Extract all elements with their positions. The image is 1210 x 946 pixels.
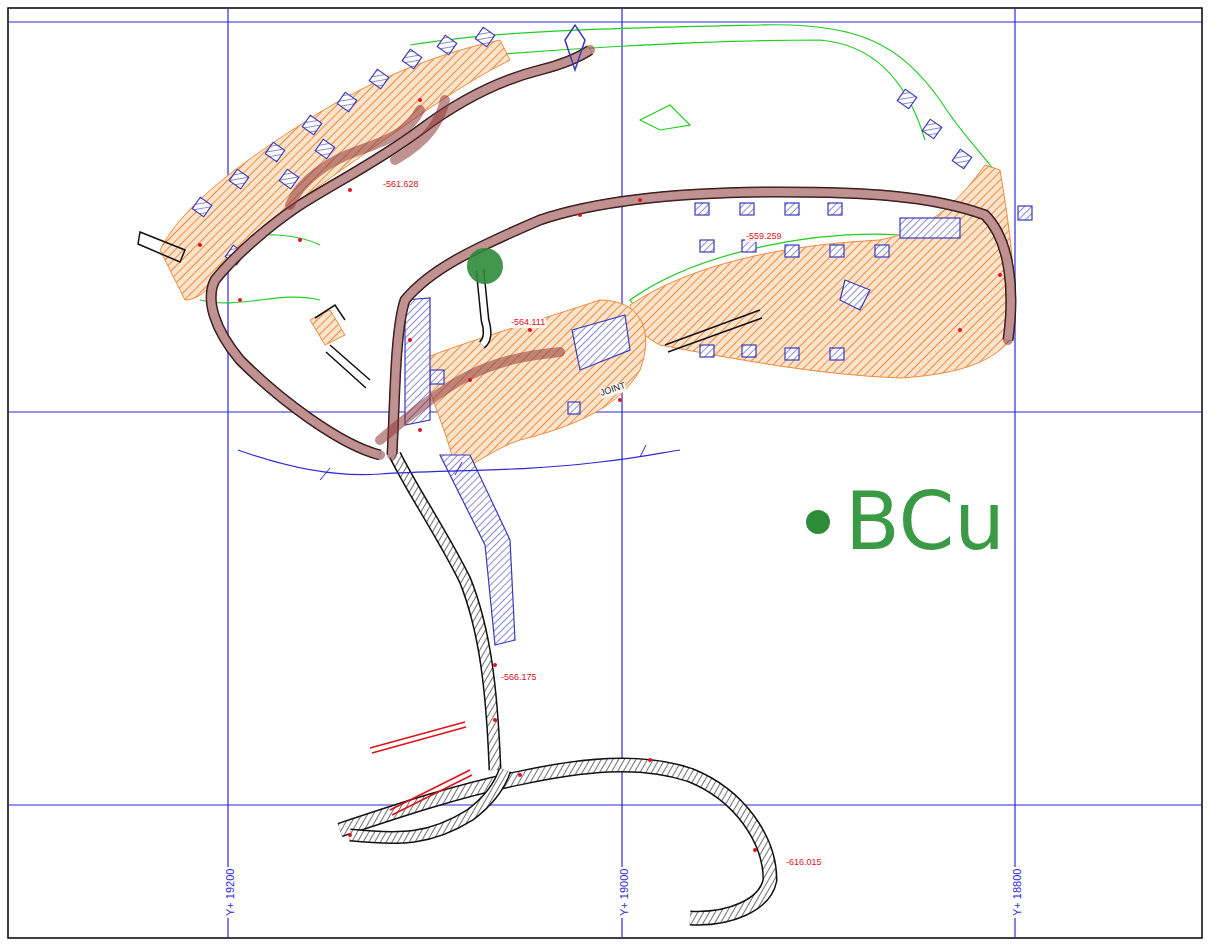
grid-coordinate: Y+ 18800 [1011, 867, 1023, 918]
legend-text: BCu [845, 482, 1005, 562]
survey-elevation: -566.175 [500, 673, 538, 683]
survey-elevation: -559.259 [745, 232, 783, 242]
survey-elevation: -561.628 [382, 180, 420, 190]
survey-elevation: -564.111 [510, 318, 546, 328]
survey-elevation: -616.015 [785, 858, 823, 868]
grid-coordinate: Y+ 19000 [618, 867, 630, 918]
legend-swatch [806, 510, 830, 534]
grid-coordinate: Y+ 19200 [224, 867, 236, 918]
